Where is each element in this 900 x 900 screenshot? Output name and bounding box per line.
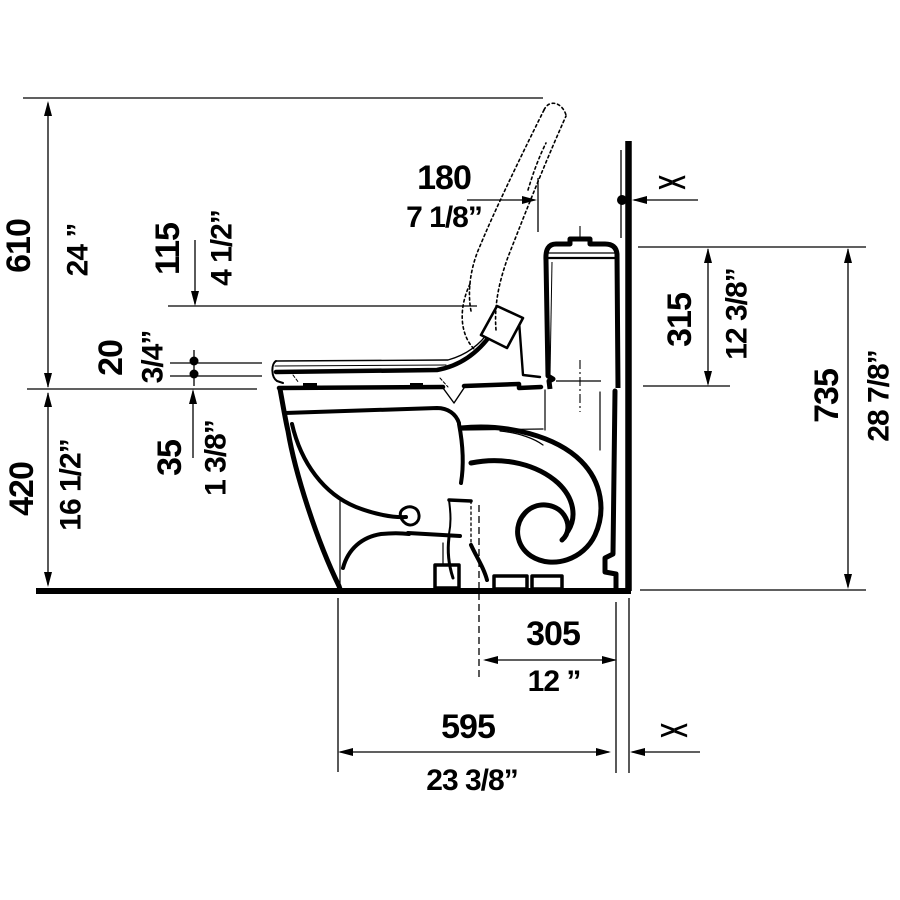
dim-315-inch-label: 12 3/8” bbox=[721, 268, 754, 359]
seat-rear-tick bbox=[439, 377, 449, 388]
dim-305-mm-label: 305 bbox=[526, 615, 580, 653]
arrow-735-down bbox=[844, 574, 852, 589]
dim-305-inch-label: 12 ” bbox=[528, 665, 581, 698]
bowl-inner-surface bbox=[290, 422, 408, 520]
arrow-180-right bbox=[522, 196, 537, 204]
trapway-inner-curve bbox=[468, 458, 576, 534]
lid-swing-arc bbox=[461, 283, 475, 350]
dimension-arrows bbox=[44, 101, 852, 756]
arrow-315-down bbox=[704, 371, 712, 386]
weir-front bbox=[448, 499, 452, 535]
mount-block-mid bbox=[492, 574, 529, 591]
dim-735-inch-label: 28 7/8” bbox=[863, 350, 896, 441]
seat-top-inner-line bbox=[274, 364, 447, 367]
rim-rear-ledge bbox=[461, 381, 544, 391]
dim-20-inch-label: 3/4” bbox=[137, 331, 170, 384]
mount-block-rear bbox=[530, 574, 564, 591]
rim-skirt bbox=[283, 406, 461, 425]
tank-front-inner-line bbox=[549, 261, 553, 377]
arrow-305-right bbox=[602, 656, 617, 664]
arrow-wallgap-top-left bbox=[632, 196, 647, 204]
seat-bumper-rear bbox=[410, 383, 423, 388]
sump-hook bbox=[398, 505, 421, 527]
arrow-35-up bbox=[189, 389, 197, 404]
arrow-595-right bbox=[596, 748, 611, 756]
weir-top bbox=[447, 498, 473, 503]
dim-610-mm-label: 610 bbox=[0, 219, 38, 273]
dim-20-mm-label: 20 bbox=[92, 340, 130, 376]
dim-420-mm-label: 420 bbox=[3, 462, 41, 516]
arrow-wallgap-bottom-left bbox=[630, 748, 645, 756]
hinge-notch bbox=[442, 387, 465, 404]
arrow-420-up bbox=[44, 392, 52, 407]
dim-610-inch-label: 24 ” bbox=[62, 224, 95, 277]
dim-35-inch-label: 1 3/8” bbox=[200, 420, 233, 496]
dim-420-inch-label: 16 1/2” bbox=[55, 439, 88, 530]
seat-front-cap bbox=[271, 360, 284, 384]
lid-tip-cap bbox=[543, 102, 567, 116]
toilet-body bbox=[276, 381, 619, 592]
arrow-115-down bbox=[191, 291, 199, 306]
dim-180-mm-label: 180 bbox=[417, 159, 471, 197]
arrow-595-left bbox=[338, 748, 353, 756]
extension-lines bbox=[23, 97, 866, 773]
dim-315-mm-label: 315 bbox=[661, 293, 699, 347]
mount-block-front bbox=[433, 563, 461, 590]
dim-595-mm-label: 595 bbox=[441, 708, 495, 746]
arrow-420-down bbox=[44, 572, 52, 587]
arrow-610-down bbox=[44, 373, 52, 388]
inlet-line bbox=[499, 430, 544, 446]
wall-gap-symbol-bottom: >< bbox=[660, 715, 688, 745]
outlet-channel-left bbox=[446, 535, 455, 580]
room-structure bbox=[36, 141, 632, 594]
lid-right-edge bbox=[494, 115, 567, 331]
base-rear-outline bbox=[602, 388, 619, 592]
dot-seat-top bbox=[189, 356, 199, 366]
lid-left-edge bbox=[468, 109, 545, 312]
outlet-channel-right bbox=[469, 543, 489, 582]
bowl-rear-wall bbox=[457, 422, 465, 485]
seat-back-face bbox=[517, 319, 542, 379]
trapway-outer-curve bbox=[458, 424, 604, 565]
dim-180-inch-label: 7 1/8” bbox=[406, 201, 482, 234]
dot-wall-reference bbox=[617, 195, 627, 205]
dim-735-mm-label: 735 bbox=[808, 369, 846, 423]
arrow-305-left bbox=[483, 656, 498, 664]
sump-shelf bbox=[406, 531, 462, 538]
dim-115-inch-label: 4 1/2” bbox=[206, 210, 239, 286]
arrow-610-up bbox=[44, 101, 52, 116]
dim-35-mm-label: 35 bbox=[151, 440, 189, 476]
bowl-front-outline bbox=[277, 386, 343, 592]
tank-outline bbox=[543, 236, 621, 390]
water-line bbox=[461, 428, 544, 431]
dim-115-mm-label: 115 bbox=[149, 223, 187, 275]
raised-lid-dashed bbox=[461, 102, 567, 350]
seat-front-tick bbox=[292, 374, 300, 384]
dot-seat-bottom bbox=[189, 369, 199, 379]
seat-top-line bbox=[275, 329, 491, 362]
wall-gap-symbol-top: >< bbox=[658, 167, 686, 197]
arrow-735-up bbox=[844, 248, 852, 263]
cistern-tank bbox=[543, 226, 621, 412]
dim-595-inch-label: 23 3/8” bbox=[426, 764, 517, 797]
seat-bumper-front bbox=[303, 383, 317, 388]
seat-assembly bbox=[271, 304, 542, 388]
arrow-315-up bbox=[704, 248, 712, 263]
dimension-labels: 610 24 ” 420 16 1/2” 115 4 1/2” 20 3/4” … bbox=[0, 159, 896, 797]
lid-bend-line bbox=[527, 142, 547, 191]
hinge-control-cover bbox=[479, 304, 525, 350]
bowl-underside bbox=[341, 531, 411, 570]
